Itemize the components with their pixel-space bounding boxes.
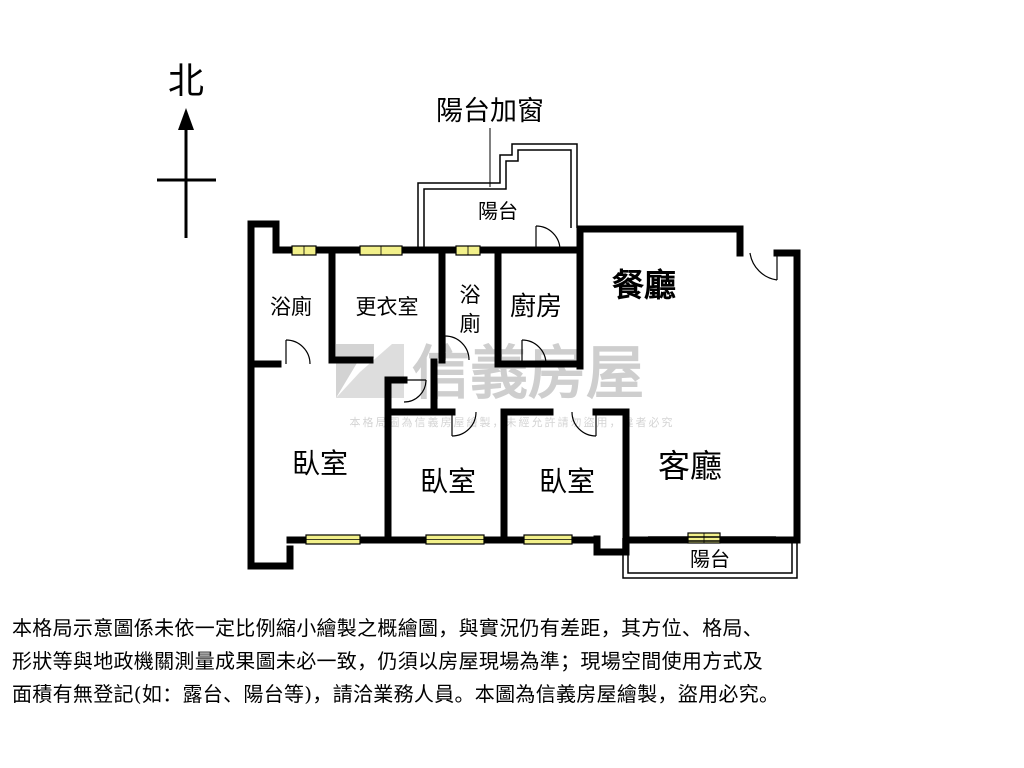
top-balcony-outline <box>417 143 578 248</box>
door-bath-left <box>285 339 311 365</box>
room-dining: 餐廳 <box>612 266 676 304</box>
door-bedroom-2 <box>451 411 477 437</box>
north-label: 北 <box>168 61 204 102</box>
disclaimer-line-3: 面積有無登記(如：露台、陽台等)，請洽業務人員。本圖為信義房屋繪製，盜用必究。 <box>12 682 780 706</box>
disclaimer-line-1: 本格局示意圖係未依一定比例縮小繪製之概繪圖，與實況仍有差距，其方位、格局、 <box>12 616 764 640</box>
balcony-window-label: 陽台加窗 <box>436 96 544 127</box>
room-dressing: 更衣室 <box>356 295 419 319</box>
doors <box>285 225 778 437</box>
floor-plan: 北 陽台加窗 信義房屋 本格局圖為信義房屋繪製，未經允許請勿盜用，違者必究 <box>157 61 801 579</box>
door-bath-middle <box>444 335 470 361</box>
door-balcony-top <box>535 225 561 251</box>
north-compass: 北 <box>157 61 216 238</box>
north-arrow-icon <box>178 108 194 130</box>
watermark: 信義房屋 本格局圖為信義房屋繪製，未經允許請勿盜用，違者必究 <box>336 339 675 429</box>
door-dressing <box>403 379 427 403</box>
room-labels: 陽台 浴廁 更衣室 浴 廁 廚房 餐廳 客廳 臥室 臥室 臥室 陽台 <box>270 199 730 571</box>
disclaimer-line-2: 形狀等與地政機關測量成果圖未必一致，仍須以房屋現場為準；現場空間使用方式及 <box>12 649 764 673</box>
windows <box>291 245 776 545</box>
room-balcony-top: 陽台 <box>478 199 518 223</box>
room-bedroom-3: 臥室 <box>539 465 595 498</box>
room-bath-middle-1: 浴 <box>460 283 481 307</box>
room-bedroom-master: 臥室 <box>292 447 348 480</box>
door-bedroom-3 <box>571 411 597 437</box>
room-bath-middle-2: 廁 <box>460 312 481 336</box>
room-kitchen: 廚房 <box>510 292 562 322</box>
room-bath-left: 浴廁 <box>270 295 312 319</box>
room-living: 客廳 <box>658 447 722 485</box>
door-dining-entry <box>749 252 778 281</box>
watermark-notice: 本格局圖為信義房屋繪製，未經允許請勿盜用，違者必究 <box>350 415 675 429</box>
door-kitchen <box>521 339 547 365</box>
room-bedroom-2: 臥室 <box>420 465 476 498</box>
watermark-brand: 信義房屋 <box>412 339 644 407</box>
room-balcony-bottom: 陽台 <box>690 547 730 571</box>
disclaimer: 本格局示意圖係未依一定比例縮小繪製之概繪圖，與實況仍有差距，其方位、格局、 形狀… <box>12 612 1016 711</box>
